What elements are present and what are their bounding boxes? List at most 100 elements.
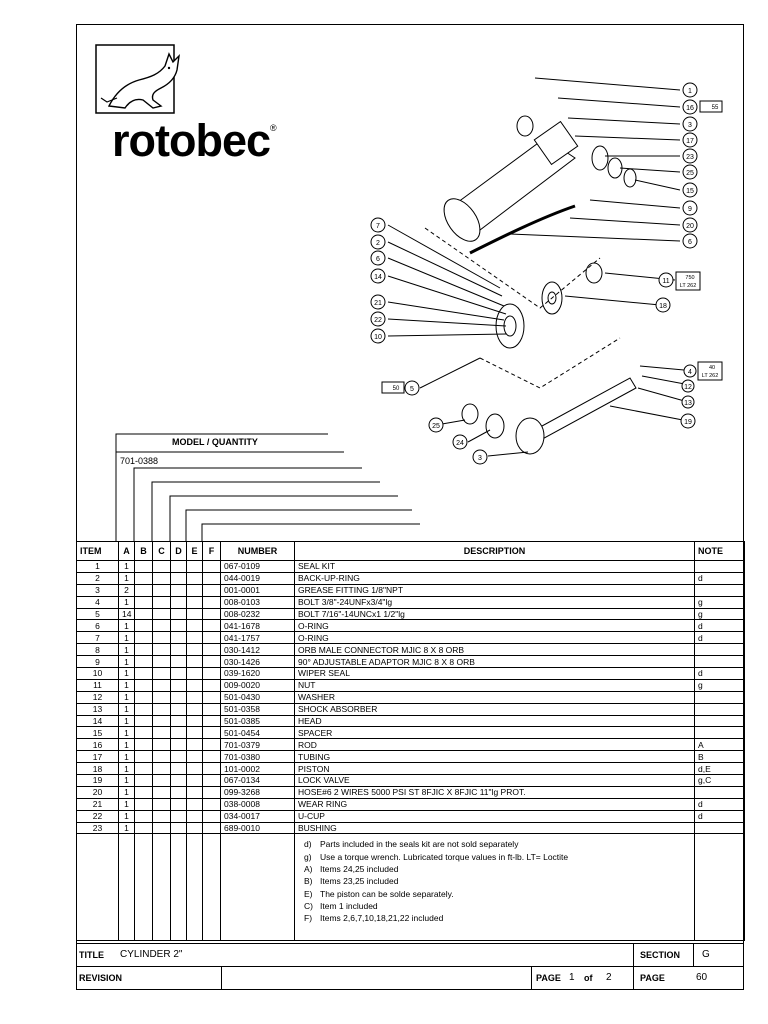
note-cell: d: [694, 667, 745, 680]
note-key: g): [304, 851, 312, 862]
part-number-cell: 030-1412: [220, 643, 295, 657]
description-cell: ORB MALE CONNECTOR MJIC 8 X 8 ORB: [294, 643, 695, 657]
qty-b-cell: [134, 821, 153, 835]
qty-f-cell: [202, 726, 221, 740]
item-cell: 2: [76, 571, 119, 585]
torque-tag-5: 50: [381, 381, 405, 394]
qty-b-cell: [134, 595, 153, 609]
qty-c-cell: [152, 702, 171, 716]
qty-f-cell: [202, 643, 221, 657]
note-item: F)Items 2,6,7,10,18,21,22 included: [304, 912, 691, 924]
col-c: C: [152, 541, 171, 561]
qty-d-cell: [170, 714, 187, 728]
callout-21: 21: [370, 294, 386, 310]
qty-a-cell: 1: [118, 785, 135, 799]
qty-e-cell: [186, 655, 203, 669]
qty-f-cell: [202, 678, 221, 692]
note-cell: d,E: [694, 762, 745, 776]
col-d: D: [170, 541, 187, 561]
qty-e-cell: [186, 702, 203, 716]
page-total: 2: [606, 972, 612, 983]
qty-e-cell: [186, 821, 203, 835]
description-cell: BOLT 7/16"-14UNCx1 1/2"lg: [294, 607, 695, 621]
description-cell: TUBING: [294, 750, 695, 764]
svg-text:6: 6: [376, 256, 380, 263]
svg-text:9: 9: [688, 206, 692, 213]
description-cell: WIPER SEAL: [294, 667, 695, 680]
description-cell: O-RING: [294, 631, 695, 645]
qty-d-cell: [170, 667, 187, 680]
description-cell: HOSE#6 2 WIRES 5000 PSI ST 8FJIC X 8FJIC…: [294, 785, 695, 799]
qty-d-cell: [170, 583, 187, 597]
qty-f-cell: [202, 619, 221, 633]
callout-16: 16: [682, 99, 698, 115]
svg-text:55: 55: [712, 105, 719, 111]
qty-f-cell: [202, 750, 221, 764]
callout-3b: 3: [472, 449, 488, 465]
item-cell: 21: [76, 797, 119, 811]
note-cell: [694, 726, 745, 740]
model-quantity-title: MODEL / QUANTITY: [172, 437, 258, 447]
note-cell: B: [694, 750, 745, 764]
qty-c-cell: [152, 750, 171, 764]
note-cell: [694, 560, 745, 573]
part-number-cell: 689-0010: [220, 821, 295, 835]
qty-e-cell: [186, 714, 203, 728]
revision-label: REVISION: [79, 973, 123, 983]
qty-f-cell: [202, 583, 221, 597]
qty-a-cell: 1: [118, 643, 135, 657]
item-cell: 18: [76, 762, 119, 776]
svg-text:22: 22: [374, 317, 382, 324]
note-item: g) Use a torque wrench. Lubricated torque…: [304, 851, 691, 863]
svg-text:24: 24: [456, 440, 464, 447]
qty-b-cell: [134, 762, 153, 776]
torque-tag-16: 55: [699, 100, 723, 113]
col-b: B: [134, 541, 153, 561]
qty-c-cell: [152, 571, 171, 585]
item-cell: 4: [76, 595, 119, 609]
title-value: CYLINDER 2": [120, 949, 183, 960]
qty-a-cell: 1: [118, 738, 135, 752]
callout-10: 10: [370, 328, 386, 344]
item-cell: 19: [76, 774, 119, 787]
svg-text:50: 50: [393, 386, 400, 392]
description-cell: SHOCK ABSORBER: [294, 702, 695, 716]
note-cell: g,C: [694, 774, 745, 787]
qty-c-cell: [152, 809, 171, 823]
qty-f-cell: [202, 571, 221, 585]
qty-a-cell: 1: [118, 726, 135, 740]
qty-e-cell: [186, 809, 203, 823]
qty-a-cell: 1: [118, 571, 135, 585]
qty-d-cell: [170, 774, 187, 787]
callout-24: 24: [452, 434, 468, 450]
note-cell: [694, 714, 745, 728]
note-text: Item 1 included: [320, 900, 378, 911]
callout-9: 9: [682, 200, 698, 216]
qty-b-cell: [134, 714, 153, 728]
item-cell: 20: [76, 785, 119, 799]
description-cell: BACK-UP-RING: [294, 571, 695, 585]
note-cell: [694, 821, 745, 835]
page-of-label: of: [584, 973, 593, 983]
description-cell: BOLT 3/8"-24UNFx3/4"lg: [294, 595, 695, 609]
qty-a-cell: 1: [118, 809, 135, 823]
description-cell: ROD: [294, 738, 695, 752]
qty-a-cell: 1: [118, 678, 135, 692]
qty-a-cell: 1: [118, 774, 135, 787]
item-cell: 17: [76, 750, 119, 764]
note-text: Use a torque wrench. Lubricated torque v…: [320, 851, 569, 862]
description-cell: BUSHING: [294, 821, 695, 835]
note-cell: g: [694, 678, 745, 692]
callout-25b: 25: [428, 417, 444, 433]
qty-d-cell: [170, 762, 187, 776]
page-number: 60: [696, 972, 708, 983]
qty-d-cell: [170, 595, 187, 609]
qty-f-cell: [202, 797, 221, 811]
